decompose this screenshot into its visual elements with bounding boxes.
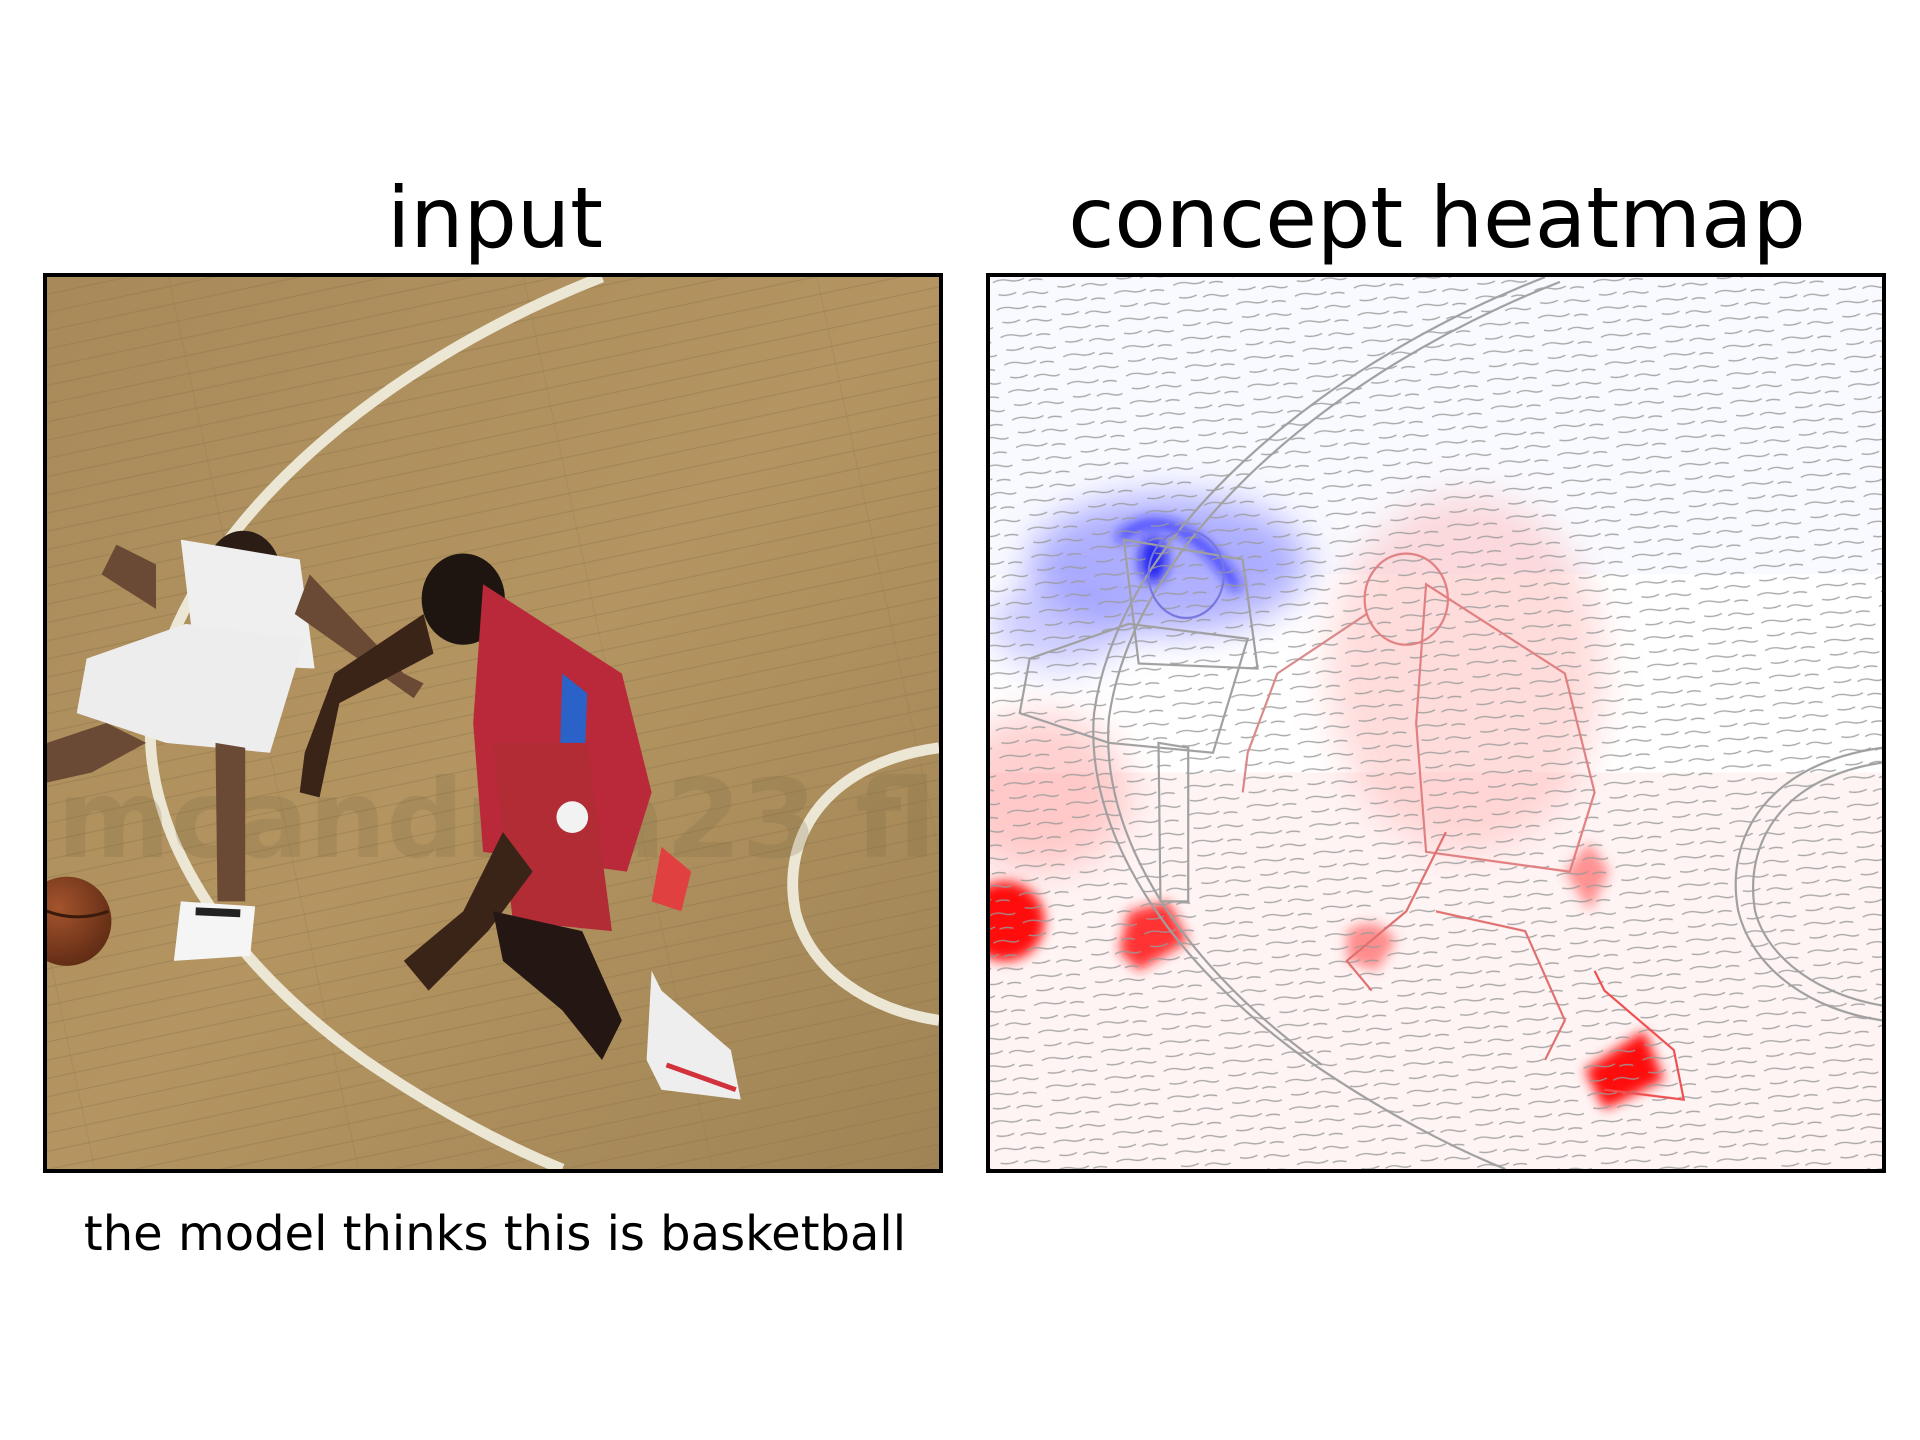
edge-outlines (1018, 277, 1882, 1169)
prediction-caption: the model thinks this is basketball (83, 1206, 907, 1262)
input-panel-title: input (386, 169, 604, 267)
court-line-circle (787, 742, 939, 1026)
court-line-arc (144, 277, 605, 1169)
heatmap-panel-title: concept heatmap (1068, 169, 1806, 267)
basketball (47, 876, 112, 966)
input-image: mcandrea23 flickr (47, 277, 939, 1169)
player-red (299, 553, 741, 1100)
input-image-panel: mcandrea23 flickr (43, 273, 943, 1173)
concept-heatmap-panel (986, 273, 1886, 1173)
concept-heatmap (990, 277, 1882, 1169)
